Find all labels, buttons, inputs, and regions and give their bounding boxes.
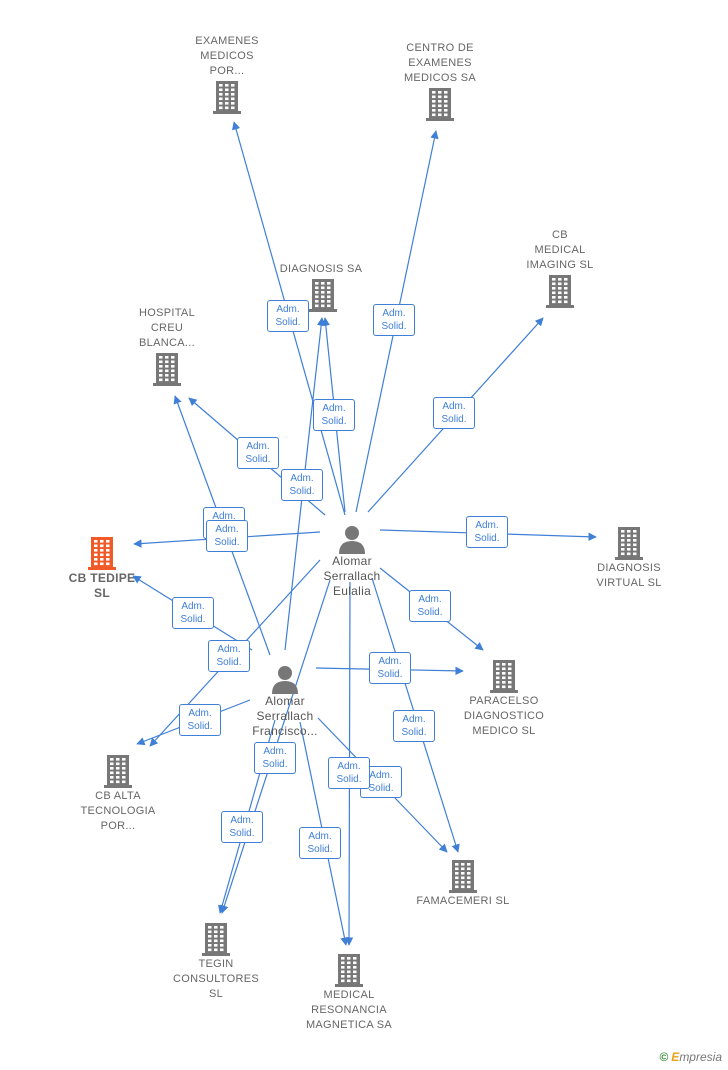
building-icon: [546, 275, 574, 308]
relation-label[interactable]: Adm.Solid.: [208, 640, 250, 672]
building-icon: [88, 537, 116, 570]
building-icon: [490, 660, 518, 693]
relation-label[interactable]: Adm.Solid.: [299, 827, 341, 859]
node-person-eulalia[interactable]: Alomar Serrallach Eulalia: [282, 524, 422, 599]
relation-label[interactable]: Adm.Solid.: [313, 399, 355, 431]
building-icon: [615, 527, 643, 560]
node-label: EXAMENES MEDICOS POR...: [195, 35, 259, 77]
node-label: DIAGNOSIS SA: [279, 263, 363, 275]
node-cb-alta-tecnologia[interactable]: CB ALTA TECNOLOGIA POR...: [48, 753, 188, 834]
node-label: HOSPITAL CREU BLANCA...: [139, 307, 195, 349]
copyright-icon: ©: [659, 1050, 669, 1064]
node-diagnosis-sa[interactable]: DIAGNOSIS SA: [251, 262, 391, 313]
person-icon: [339, 526, 365, 554]
brand-logo-letter: E: [671, 1050, 680, 1064]
node-label: TEGIN CONSULTORES SL: [172, 958, 260, 1000]
node-label: CB ALTA TECNOLOGIA POR...: [80, 790, 156, 832]
node-person-francisco[interactable]: Alomar Serrallach Francisco...: [215, 664, 355, 739]
building-icon: [213, 81, 241, 114]
node-label: CENTRO DE EXAMENES MEDICOS SA: [403, 42, 477, 84]
node-label: PARACELSO DIAGNOSTICO MEDICO SL: [463, 695, 545, 737]
relation-label[interactable]: Adm.Solid.: [393, 710, 435, 742]
node-label: CB MEDICAL IMAGING SL: [526, 229, 594, 271]
brand-logo-text: mpresia: [679, 1050, 722, 1064]
node-hospital-creu[interactable]: HOSPITAL CREU BLANCA...: [97, 306, 237, 387]
node-label: Alomar Serrallach Eulalia: [323, 554, 381, 598]
relation-label[interactable]: Adm.Solid.: [267, 300, 309, 332]
relation-label[interactable]: Adm.Solid.: [373, 304, 415, 336]
relation-label[interactable]: Adm.Solid.: [369, 652, 411, 684]
node-cb-medical-imaging[interactable]: CB MEDICAL IMAGING SL: [490, 228, 630, 309]
node-medical-resonancia[interactable]: MEDICAL RESONANCIA MAGNETICA SA: [279, 952, 419, 1033]
node-paracelso[interactable]: PARACELSO DIAGNOSTICO MEDICO SL: [434, 658, 574, 739]
relation-label[interactable]: Adm.Solid.: [409, 590, 451, 622]
building-icon: [202, 923, 230, 956]
building-icon: [426, 88, 454, 121]
person-icon: [272, 666, 298, 694]
building-icon: [335, 954, 363, 987]
building-icon: [449, 860, 477, 893]
node-label: DIAGNOSIS VIRTUAL SL: [596, 562, 662, 589]
node-tegin[interactable]: TEGIN CONSULTORES SL: [146, 921, 286, 1002]
building-icon: [309, 279, 337, 312]
node-examenes-medicos[interactable]: EXAMENES MEDICOS POR...: [157, 34, 297, 115]
node-famacemeri[interactable]: FAMACEMERI SL: [393, 858, 533, 909]
relation-label[interactable]: Adm.Solid.: [433, 397, 475, 429]
relation-label[interactable]: Adm.Solid.: [237, 437, 279, 469]
node-centro-examenes[interactable]: CENTRO DE EXAMENES MEDICOS SA: [370, 41, 510, 122]
node-diagnosis-virtual[interactable]: DIAGNOSIS VIRTUAL SL: [559, 525, 699, 591]
building-icon: [153, 353, 181, 386]
relation-label[interactable]: Adm.Solid.: [281, 469, 323, 501]
node-label: CB TEDIPE SL: [68, 571, 136, 600]
node-label: FAMACEMERI SL: [416, 895, 510, 907]
relation-label[interactable]: Adm.Solid.: [466, 516, 508, 548]
building-icon: [104, 755, 132, 788]
node-cb-tedipe[interactable]: CB TEDIPE SL: [32, 535, 172, 601]
relation-label[interactable]: Adm.Solid.: [254, 742, 296, 774]
relation-label[interactable]: Adm.Solid.: [328, 757, 370, 789]
relation-label[interactable]: Adm.Solid.: [172, 597, 214, 629]
relation-label[interactable]: Adm.Solid.: [206, 520, 248, 552]
relation-label[interactable]: Adm.Solid.: [179, 704, 221, 736]
brand-footer: ©Empresia: [659, 1050, 722, 1064]
relation-label[interactable]: Adm.Solid.: [221, 811, 263, 843]
node-label: Alomar Serrallach Francisco...: [252, 694, 318, 738]
node-label: MEDICAL RESONANCIA MAGNETICA SA: [305, 989, 393, 1031]
